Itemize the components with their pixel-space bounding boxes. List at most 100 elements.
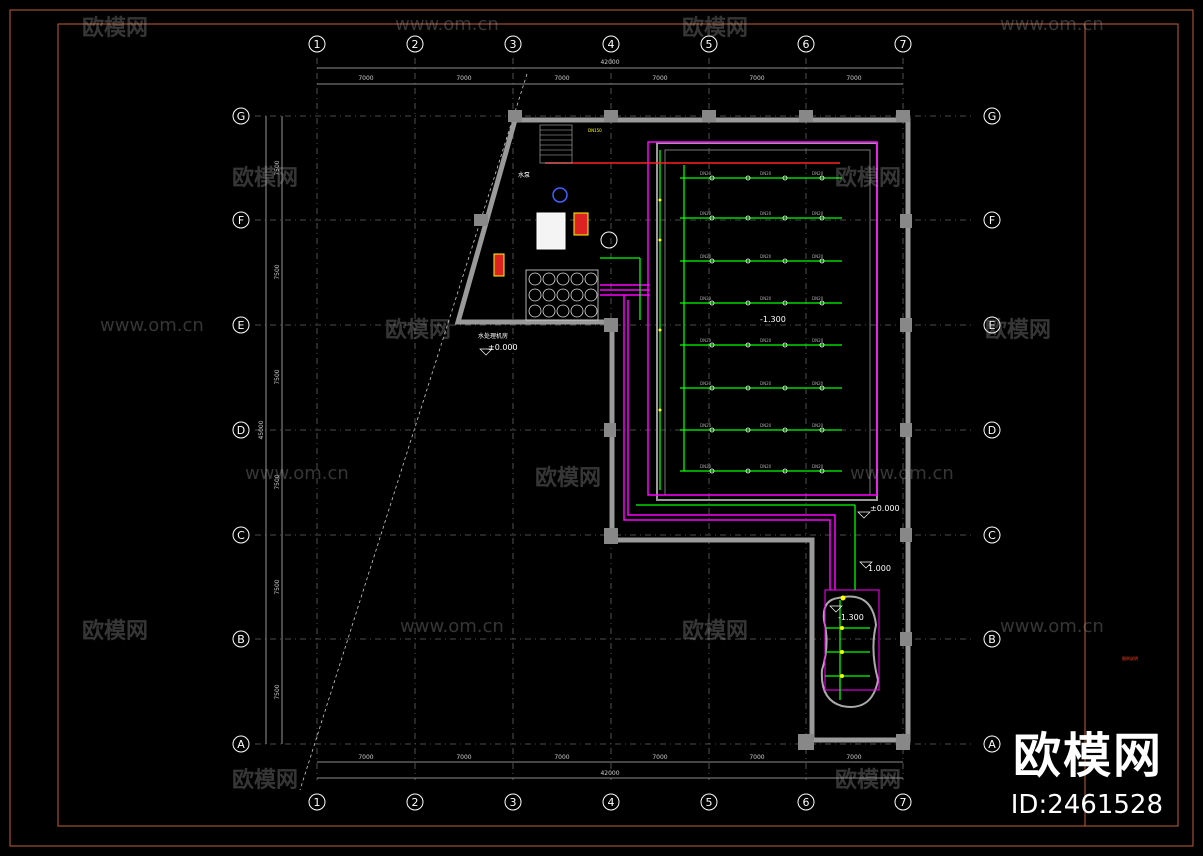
svg-text:DN20: DN20 [700, 423, 712, 428]
row-label: G [988, 110, 997, 123]
svg-text:DN20: DN20 [700, 171, 712, 176]
col-label: 7 [900, 38, 907, 51]
col-label: 1 [314, 38, 321, 51]
brand-title: 欧模网 [1012, 728, 1163, 784]
total-height: 45000 [258, 420, 265, 439]
svg-text:DN20: DN20 [812, 338, 824, 343]
col-label: 4 [608, 796, 615, 809]
row-label: E [238, 319, 245, 332]
svg-text:DN20: DN20 [812, 171, 824, 176]
row-labels-right: G F E D C B A [988, 110, 997, 751]
equip-room-label: 水处理机房 [478, 332, 508, 340]
svg-text:DN20: DN20 [812, 423, 824, 428]
span-dim: 7000 [652, 754, 667, 761]
watermark-logo: 欧模网 [535, 466, 602, 491]
row-label: A [988, 738, 996, 751]
row-label: C [237, 529, 245, 542]
row-span-dim: 7500 [274, 369, 281, 384]
watermark-url: www.om.cn [395, 14, 499, 35]
col-label: 1 [314, 796, 321, 809]
span-dim: 7000 [456, 754, 471, 761]
row-span-dim: 7500 [274, 474, 281, 489]
col-label: 7 [900, 796, 907, 809]
control-panel [536, 212, 566, 250]
brand-id: ID:2461528 [1010, 790, 1163, 820]
level-labels: -1.300 ±0.000 1.000 -1.300 ±0.000 [488, 315, 900, 622]
span-dim: 7000 [358, 75, 373, 82]
filter-tanks [525, 269, 599, 321]
col-label: 5 [706, 38, 713, 51]
span-dim: 7000 [846, 75, 861, 82]
total-width-top: 42000 [600, 59, 619, 66]
watermark-logo: 欧模网 [232, 166, 299, 191]
level-markers [479, 348, 873, 613]
column-markers-bottom [308, 793, 912, 811]
row-span-dim: 7500 [274, 160, 281, 175]
svg-text:DN20: DN20 [812, 254, 824, 259]
pool-level: -1.300 [760, 315, 786, 324]
watermark-logo: 欧模网 [385, 318, 452, 343]
stair [539, 124, 573, 164]
column-labels-top: 1 2 3 4 5 6 7 [314, 38, 907, 51]
wall-columns [474, 110, 912, 750]
row-labels-left: G F E D C B A [237, 110, 246, 751]
col-label: 6 [803, 796, 810, 809]
span-dim: 7000 [358, 754, 373, 761]
row-span-dim: 7500 [274, 264, 281, 279]
row-span-dim: 7500 [274, 684, 281, 699]
svg-text:DN20: DN20 [760, 423, 772, 428]
svg-text:DN20: DN20 [812, 381, 824, 386]
col-label: 2 [412, 796, 419, 809]
watermark-url: www.om.cn [100, 315, 204, 336]
col-label: 5 [706, 796, 713, 809]
svg-text:DN20: DN20 [760, 211, 772, 216]
row-label: E [989, 319, 996, 332]
span-dim: 7000 [749, 75, 764, 82]
legend-label: 图例说明 [1122, 655, 1138, 661]
row-markers-left [232, 107, 250, 753]
outlet-level: 1.000 [868, 564, 891, 573]
dimension-texts-left: 7500 7500 7500 7500 7500 7500 45000 [258, 160, 281, 699]
col-label: 4 [608, 38, 615, 51]
svg-text:DN20: DN20 [700, 211, 712, 216]
span-dim: 7000 [749, 754, 764, 761]
construction-line [299, 73, 528, 791]
svg-text:DN20: DN20 [760, 381, 772, 386]
total-width-bottom: 42000 [600, 770, 619, 777]
watermark-logo: 欧模网 [682, 619, 749, 644]
span-dim: 7000 [456, 75, 471, 82]
watermark-logo: 欧模网 [835, 166, 902, 191]
watermark-url: www.om.cn [1000, 616, 1104, 637]
column-labels-bottom: 1 2 3 4 5 6 7 [314, 796, 907, 809]
col-label: 3 [510, 796, 517, 809]
watermark-url: www.om.cn [245, 463, 349, 484]
magenta-pipes [600, 141, 878, 590]
blue-pump [552, 187, 568, 203]
column-markers-top [308, 35, 912, 53]
pipe-fittings [658, 198, 846, 678]
row-label: D [237, 424, 245, 437]
svg-text:DN20: DN20 [812, 296, 824, 301]
watermark-url: www.om.cn [400, 616, 504, 637]
small-pool-level: -1.300 [838, 613, 864, 622]
svg-text:DN20: DN20 [812, 211, 824, 216]
small-pool-box [824, 589, 880, 691]
watermark-logo: 欧模网 [82, 619, 149, 644]
col-label: 3 [510, 38, 517, 51]
row-label: D [988, 424, 996, 437]
room-note: 水泵 [518, 171, 530, 179]
watermark-url: www.om.cn [1000, 14, 1104, 35]
svg-text:DN20: DN20 [760, 254, 772, 259]
svg-text:DN20: DN20 [700, 381, 712, 386]
span-dim: 7000 [846, 754, 861, 761]
watermark-url: www.om.cn [850, 463, 954, 484]
svg-text:DN20: DN20 [812, 464, 824, 469]
svg-text:DN20: DN20 [700, 338, 712, 343]
outer-frame [9, 9, 1194, 847]
row-label: A [237, 738, 245, 751]
ground-level: ±0.000 [870, 504, 900, 513]
row-label: G [237, 110, 246, 123]
red-equipment [573, 212, 589, 236]
